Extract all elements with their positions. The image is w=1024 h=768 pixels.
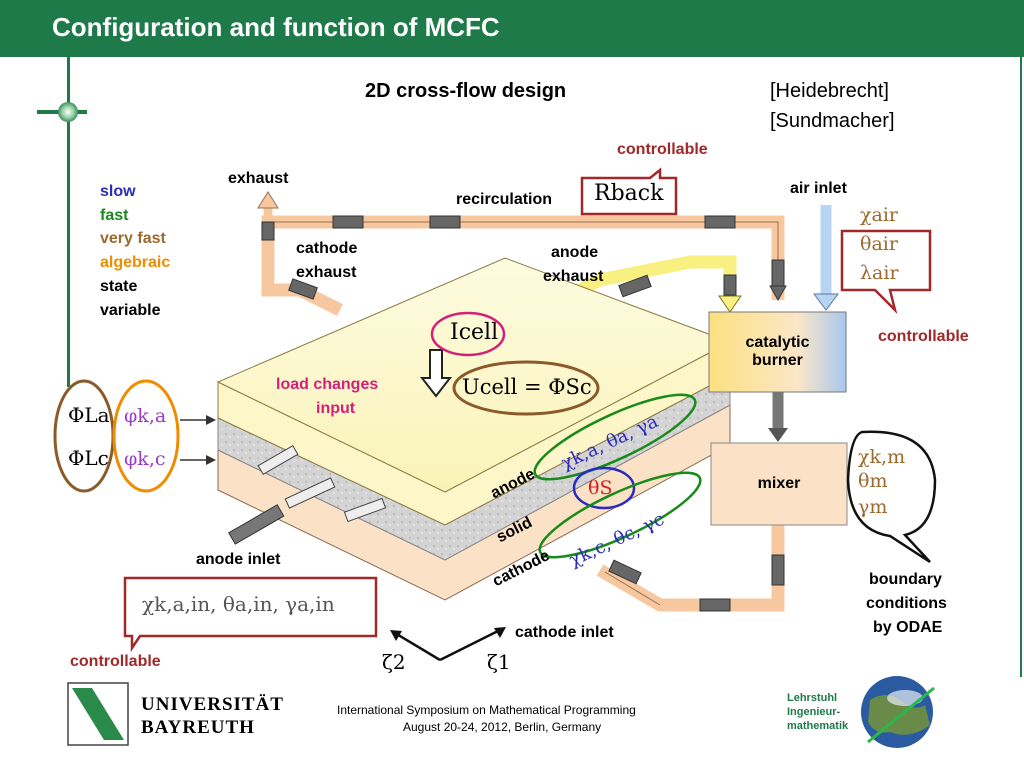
- current-arrow-icon: [419, 349, 453, 398]
- mixer-param-chi: χk,m: [858, 446, 906, 468]
- air-param-theta: θair: [860, 233, 898, 255]
- load-changes-label-1: load changes: [276, 376, 379, 393]
- inlet-params-label: χk,a,in, θa,in, γa,in: [142, 592, 335, 616]
- chair-line-1: Lehrstuhl: [787, 692, 838, 704]
- controllable-label-right: controllable: [878, 328, 969, 345]
- university-name-1: UNIVERSITÄT: [141, 694, 284, 715]
- u-cell-ellipse: [452, 360, 600, 416]
- controllable-label-top: controllable: [617, 141, 708, 158]
- phi-ellipse: [53, 379, 115, 493]
- anode-exhaust-label-1: anode: [551, 244, 599, 261]
- exhaust-label: exhaust: [228, 170, 289, 187]
- i-cell-label: Icell: [450, 320, 499, 345]
- legend-variable: variable: [100, 302, 161, 319]
- mixer-param-theta: θm: [858, 470, 888, 492]
- air-param-chi: χair: [860, 204, 898, 226]
- catalytic-burner-box: [708, 311, 847, 393]
- solid-var-label: θS: [588, 477, 613, 499]
- air-param-lambda: λair: [860, 262, 899, 284]
- boundary-label-1: boundary: [869, 571, 942, 588]
- i-cell-ellipse: [430, 311, 506, 357]
- cathode-exhaust-pipe: [261, 222, 343, 316]
- legend-state: state: [100, 278, 138, 295]
- cathode-exhaust-label-2: exhaust: [296, 264, 357, 281]
- controllable-label-bottom: controllable: [70, 653, 161, 670]
- air-inlet-label: air inlet: [790, 180, 847, 197]
- mixer-param-gamma: γm: [858, 496, 888, 518]
- anode-inlet-arrow-icon: [228, 504, 285, 545]
- legend-fast: fast: [100, 207, 129, 224]
- varphi-a-label: φk,a: [124, 405, 167, 427]
- phi-c-label: ΦLc: [68, 446, 109, 470]
- chair-line-3: mathematik: [787, 720, 849, 732]
- r-back-callout: [580, 167, 678, 216]
- legend-very-fast: very fast: [100, 230, 166, 247]
- reference-sundmacher: [Sundmacher]: [770, 110, 895, 132]
- axes-icon: [394, 628, 501, 662]
- r-back-label: Rback: [594, 181, 664, 206]
- header-bar: Configuration and function of MCFC: [0, 0, 1024, 57]
- cathode-vars-ellipse: [538, 471, 702, 559]
- internal-flow-arrows: [257, 444, 387, 523]
- u-cell-label: Ucell = ΦSc: [462, 375, 592, 399]
- conference-line-1: International Symposium on Mathematical …: [337, 703, 636, 717]
- conference-line-2: August 20-24, 2012, Berlin, Germany: [403, 720, 602, 734]
- anode-inlet-label: anode inlet: [196, 551, 281, 568]
- anode-exhaust-label-2: exhaust: [543, 268, 604, 285]
- phi-a-label: ΦLa: [68, 403, 110, 427]
- catalytic-burner-label: catalytic burner: [745, 334, 810, 369]
- decor-right-line: [1020, 57, 1022, 677]
- zeta2-label: ζ2: [382, 650, 406, 674]
- boundary-label-3: by ODAE: [873, 619, 943, 636]
- cathode-exhaust-label-1: cathode: [296, 240, 358, 257]
- chair-line-2: Ingenieur-: [787, 706, 841, 718]
- boundary-label-2: conditions: [866, 595, 947, 612]
- cathode-inlet-label: cathode inlet: [515, 624, 614, 641]
- reference-heidebrecht: [Heidebrecht]: [770, 80, 889, 102]
- legend-algebraic: algebraic: [100, 254, 171, 271]
- exhaust-arrow-icon: [257, 191, 279, 209]
- page-title: Configuration and function of MCFC: [52, 12, 500, 42]
- diagram-subtitle: 2D cross-flow design: [365, 80, 567, 102]
- mixer-params-bubble: [846, 430, 937, 564]
- zeta1-label: ζ1: [487, 650, 511, 674]
- recirculation-label: recirculation: [456, 191, 553, 208]
- varphi-ellipse: [112, 379, 180, 493]
- flow-arrows: [261, 215, 787, 612]
- decor-dot-icon: [58, 102, 78, 122]
- university-name-2: BAYREUTH: [141, 717, 255, 738]
- inlet-params-callout: [123, 576, 378, 653]
- load-changes-label-2: input: [316, 400, 356, 417]
- decor-vertical-line: [67, 57, 70, 387]
- anode-vars-ellipse: [533, 393, 697, 481]
- air-params-callout: [840, 229, 932, 315]
- varphi-c-label: φk,c: [124, 448, 166, 470]
- mixer-label: mixer: [757, 475, 801, 492]
- air-inlet-arrow-icon: [813, 293, 839, 311]
- solid-var-ellipse: [572, 466, 636, 510]
- legend-slow: slow: [100, 183, 136, 200]
